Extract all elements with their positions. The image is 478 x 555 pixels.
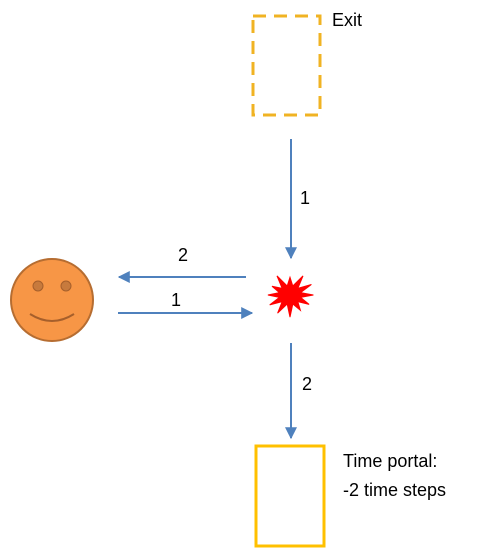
explosion-icon (267, 275, 314, 318)
arrow-label-explosion-to-portal: 2 (302, 374, 313, 394)
arrow-label-explosion-to-face: 2 (178, 245, 189, 265)
exit-box (251, 14, 322, 117)
smiley-face-icon (10, 258, 94, 342)
time-portal-box (254, 444, 326, 548)
exit-label: Exit (332, 10, 363, 30)
time-portal-label-line2: -2 time steps (343, 480, 447, 500)
arrow-label-exit-to-explosion: 1 (300, 188, 311, 208)
time-portal-label-line1: Time portal: (343, 451, 438, 471)
arrow-label-face-to-explosion: 1 (171, 290, 182, 310)
